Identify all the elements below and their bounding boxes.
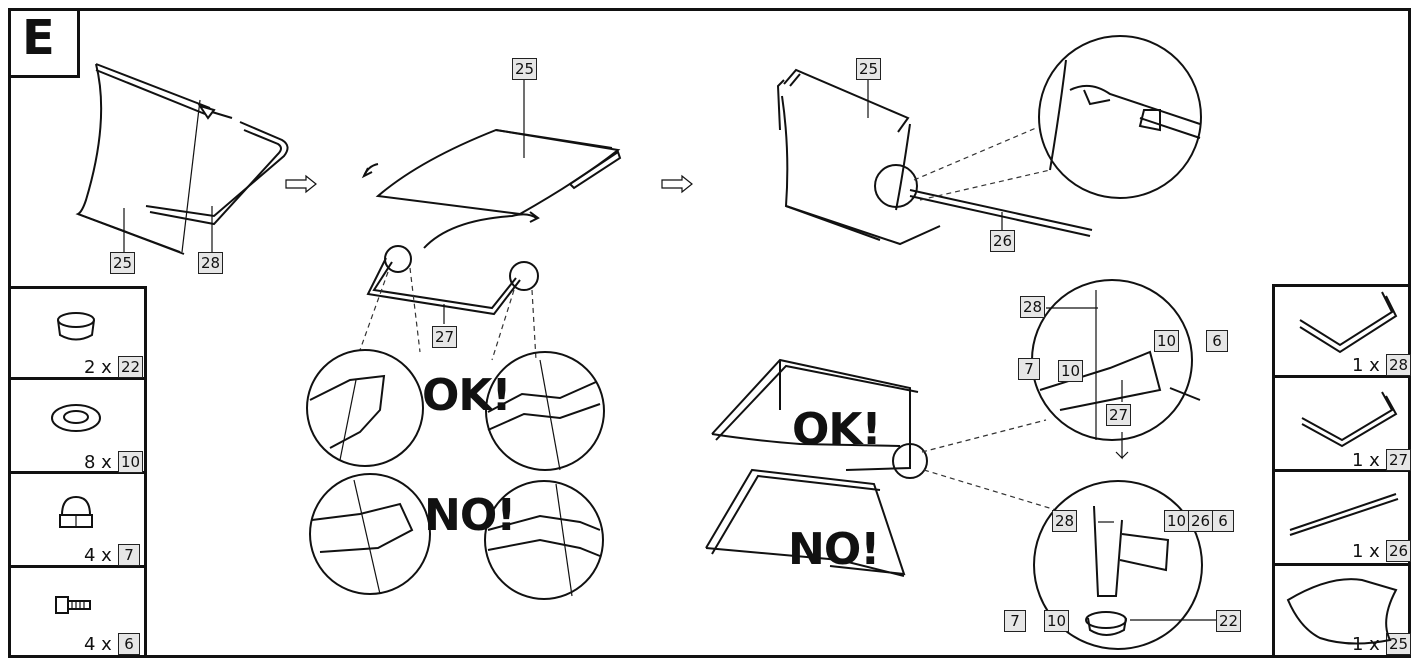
part-id: 26	[1386, 540, 1412, 562]
step-badge	[8, 8, 80, 78]
no-label: NO!	[424, 490, 516, 541]
part-qty: 4 x	[84, 634, 112, 655]
callout-washer: 10	[1164, 510, 1190, 532]
callout-washer: 10	[1058, 360, 1084, 382]
callout-fabric: 25	[856, 58, 882, 80]
part-id: 27	[1386, 449, 1412, 471]
part-qty: 1 x	[1352, 541, 1380, 562]
part-qty: 2 x	[84, 357, 112, 378]
callout-bolt: 6	[1206, 330, 1228, 352]
callout-rod: 26	[990, 230, 1016, 252]
callout-washer: 10	[1044, 610, 1070, 632]
part-id: 25	[1386, 633, 1412, 655]
part-qty: 8 x	[84, 452, 112, 473]
part-id: 6	[118, 633, 140, 655]
callout-rod: 26	[1188, 510, 1214, 532]
u-frame-icon	[1301, 391, 1398, 448]
rod-icon	[1289, 493, 1399, 536]
part-id: 7	[118, 544, 140, 566]
callout-leaders	[123, 80, 1216, 621]
callout-fabric: 25	[110, 252, 136, 274]
cap-nut-icon	[59, 495, 93, 528]
callout-frame: 28	[1020, 296, 1046, 318]
callout-bolt: 6	[1212, 510, 1234, 532]
callout-washer: 10	[1154, 330, 1180, 352]
step1-drawing	[75, 63, 317, 255]
part-cell-25	[1272, 563, 1411, 658]
step-letter: E	[22, 10, 55, 66]
callout-frame: 27	[432, 326, 458, 348]
part-qty: 4 x	[84, 545, 112, 566]
callout-frame: 28	[1052, 510, 1078, 532]
part-id: 22	[118, 356, 144, 378]
u-frame-icon	[1299, 291, 1398, 354]
no-label: NO!	[788, 524, 880, 575]
part-id: 10	[118, 451, 144, 473]
part-qty: 1 x	[1352, 355, 1380, 376]
fabric-icon	[1286, 578, 1398, 645]
part-cell-6	[8, 565, 147, 658]
callout-frame: 27	[1106, 404, 1132, 426]
ok-label: OK!	[422, 370, 512, 421]
washer-icon	[51, 404, 101, 432]
ok-label: OK!	[792, 404, 882, 455]
part-id: 28	[1386, 354, 1412, 376]
callout-fabric: 25	[512, 58, 538, 80]
callout-end-cap: 22	[1216, 610, 1242, 632]
part-qty: 1 x	[1352, 450, 1380, 471]
part-qty: 1 x	[1352, 634, 1380, 655]
callout-cap-nut: 7	[1004, 610, 1026, 632]
callout-frame: 28	[198, 252, 224, 274]
callout-cap-nut: 7	[1018, 358, 1040, 380]
end-cap-icon	[57, 312, 95, 341]
step3-drawing	[776, 35, 1202, 246]
bolt-icon	[55, 596, 91, 614]
step4-chairs	[705, 358, 1057, 577]
step2-drawing	[359, 128, 693, 361]
detail-circles-ok-no	[306, 349, 605, 600]
